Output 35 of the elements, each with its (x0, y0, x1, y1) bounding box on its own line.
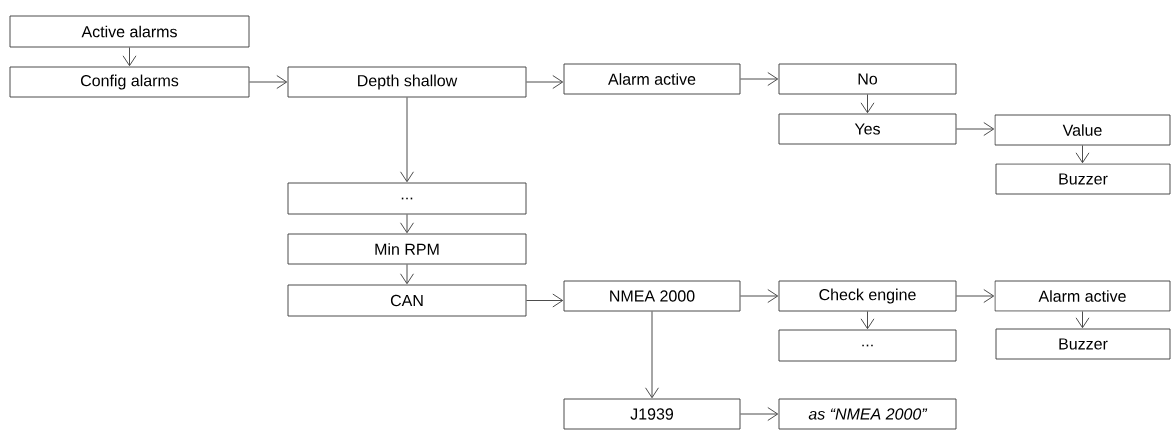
arrow (122, 47, 137, 67)
arrow (740, 289, 779, 303)
arrow (956, 289, 995, 303)
arrow (740, 407, 779, 421)
arrow (860, 94, 875, 114)
arrow (645, 311, 659, 399)
process-box: Buzzer (995, 163, 1171, 195)
process-box: CAN (287, 284, 527, 317)
process-box: ... (287, 182, 527, 215)
arrow (526, 75, 564, 89)
arrow (1075, 145, 1090, 164)
arrow (740, 72, 779, 86)
process-box: No (778, 63, 957, 95)
process-box: Min RPM (287, 233, 527, 265)
arrow (249, 75, 288, 89)
arrow (526, 293, 564, 308)
process-box: Alarm active (563, 63, 741, 95)
process-box: Value (994, 114, 1171, 146)
process-box: Alarm active (994, 280, 1171, 312)
process-box: ... (778, 329, 957, 362)
process-box: NMEA 2000 (563, 280, 741, 312)
process-box: Buzzer (995, 328, 1171, 360)
process-box: Config alarms (9, 66, 250, 98)
process-box: Active alarms (9, 15, 250, 48)
process-box: Yes (778, 113, 957, 145)
arrow (860, 311, 875, 330)
process-box: Depth shallow (287, 66, 527, 98)
arrow (956, 122, 995, 136)
process-box: J1939 (563, 398, 741, 430)
arrow (400, 97, 414, 183)
arrow (400, 214, 414, 234)
arrow (1075, 311, 1090, 329)
process-box: as “NMEA 2000” (778, 398, 957, 430)
arrow (400, 264, 414, 285)
process-box: Check engine (778, 280, 957, 312)
